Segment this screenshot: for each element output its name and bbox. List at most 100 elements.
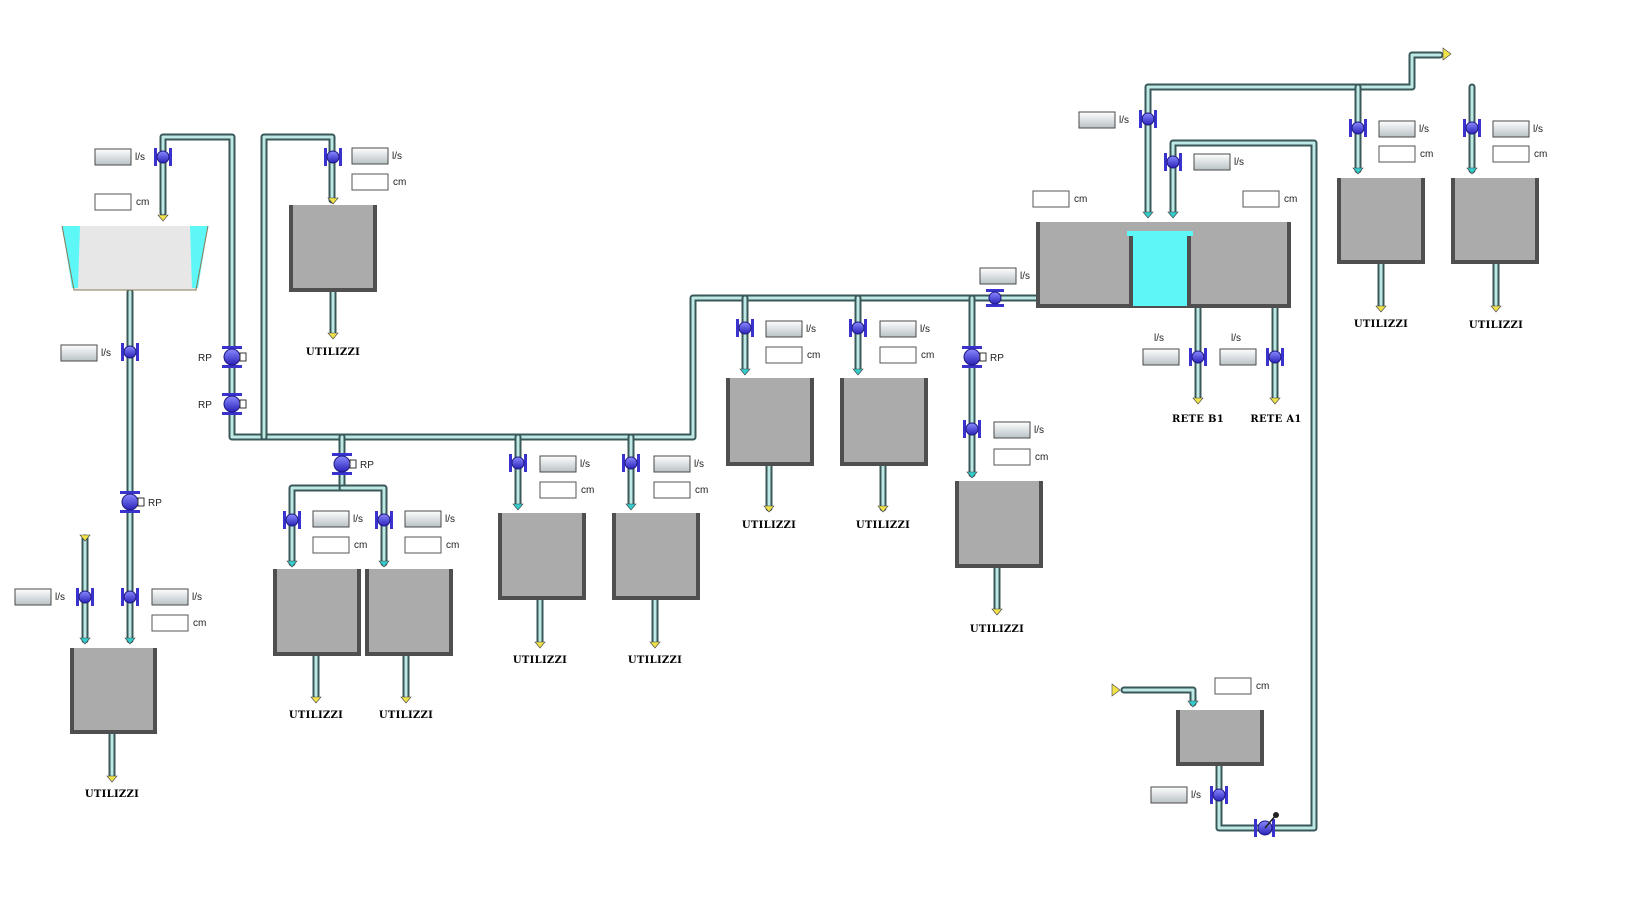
rete-flow-readout-1-value [1219,348,1257,366]
tank-11[interactable] [1176,710,1264,766]
valve-8[interactable] [622,454,640,472]
pipe-core-4 [340,486,386,565]
outflow-arrow-icon [106,775,118,783]
relief-valve-4-actuator [979,352,987,362]
tank-6[interactable] [726,378,814,466]
level-readout-12-value [1378,145,1416,163]
valve-11-flange-right [978,420,981,438]
tank-9[interactable] [1337,178,1425,264]
flow-readout-17-value [1150,786,1188,804]
main-reservoir[interactable] [1036,222,1291,308]
level-readout-7-unit: cm [807,350,820,361]
valve-11[interactable] [963,420,981,438]
flow-readout-1-unit: l/s [392,151,402,162]
relief-valve-3[interactable] [120,491,145,513]
arrow-group [79,47,1502,783]
tank-2[interactable] [273,569,361,656]
tank-5-wall [612,513,700,600]
relief-valve-3-actuator [137,497,145,507]
outflow-arrow-icon [157,214,169,222]
valve-16[interactable] [1189,348,1207,366]
level-readout-10-value [1032,190,1070,208]
valve-6[interactable] [375,511,393,529]
utilities-label-0: UTILIZZI [85,789,139,800]
tank-4-wall [498,513,586,600]
check-valve[interactable] [1254,812,1279,837]
outflow-arrow-icon [310,696,322,704]
flow-readout-6-value [404,510,442,528]
utilities-label-4: UTILIZZI [628,655,682,666]
valve-icon [1212,788,1226,802]
source-flag-icon [1442,47,1452,61]
level-readout-3-unit: cm [354,540,367,551]
valve-5[interactable] [283,511,301,529]
valve-10[interactable] [849,319,867,337]
tank-1-body [289,205,377,292]
valve-14[interactable] [1349,119,1367,137]
tank-8[interactable] [955,481,1043,568]
tank-0[interactable] [70,648,157,734]
valve-12[interactable] [1139,110,1157,128]
relief-valve-0-actuator [239,352,247,362]
flow-readout-7-value [539,455,577,473]
outflow-arrow-icon [79,534,91,542]
relief-valve-3-flange-bottom [120,510,140,513]
valve-18-flange-right [1225,786,1228,804]
inflow-arrow-icon [512,503,524,511]
open-basin[interactable] [61,225,209,291]
valve-7[interactable] [509,454,527,472]
valve-0[interactable] [154,148,172,166]
valve-icon [511,456,525,470]
flow-readout-16-value [979,267,1017,285]
relief-tag-2: RP [360,460,374,471]
relief-valve-0[interactable] [222,346,247,368]
level-readout-11-unit: cm [1284,194,1297,205]
valve-17-flange-left [1266,348,1269,366]
rete-b1-label: RETE B1 [1172,414,1224,425]
valve-9[interactable] [736,319,754,337]
level-readout-14-value [1214,677,1252,695]
flow-readout-11-value [993,421,1031,439]
relief-valve-4[interactable] [962,346,987,368]
valve-13[interactable] [1164,153,1182,171]
valve-1[interactable] [324,148,342,166]
valve-icon [377,513,391,527]
valve-icon [965,422,979,436]
tank-8-wall [955,481,1043,568]
tank-5[interactable] [612,513,700,600]
valve-18[interactable] [1210,786,1228,804]
readout-group [14,111,1530,804]
level-readout-9-unit: cm [1035,452,1048,463]
valve-15[interactable] [1463,119,1481,137]
pipe-core-0 [161,135,1044,439]
valve-4[interactable] [121,588,139,606]
relief-valve-2[interactable] [332,453,357,475]
valve-19-flange-bottom [986,304,1004,307]
tank-10-wall [1451,178,1539,264]
inflow-arrow-icon [739,368,751,376]
outflow-arrow-icon [763,505,775,513]
valve-3[interactable] [76,588,94,606]
level-readout-0-unit: cm [136,197,149,208]
utilities-label-5: UTILIZZI [742,520,796,531]
outflow-arrow-icon [1375,305,1387,313]
relief-valve-1[interactable] [222,393,247,415]
tank-4-body [498,513,586,600]
outflow-arrow-icon [400,696,412,704]
valve-icon [285,513,299,527]
tank-3[interactable] [365,569,453,656]
tank-10[interactable] [1451,178,1539,264]
flow-readout-8-unit: l/s [694,459,704,470]
valve-2[interactable] [121,343,139,361]
relief-valve-icon [121,493,139,511]
valve-19[interactable] [986,289,1004,307]
valve-0-flange-left [154,148,157,166]
flow-readout-14-value [1378,120,1416,138]
valve-17[interactable] [1266,348,1284,366]
tank-7[interactable] [840,378,928,466]
tank-4[interactable] [498,513,586,600]
valve-8-flange-right [637,454,640,472]
valve-3-flange-right [91,588,94,606]
tank-1[interactable] [289,205,377,292]
